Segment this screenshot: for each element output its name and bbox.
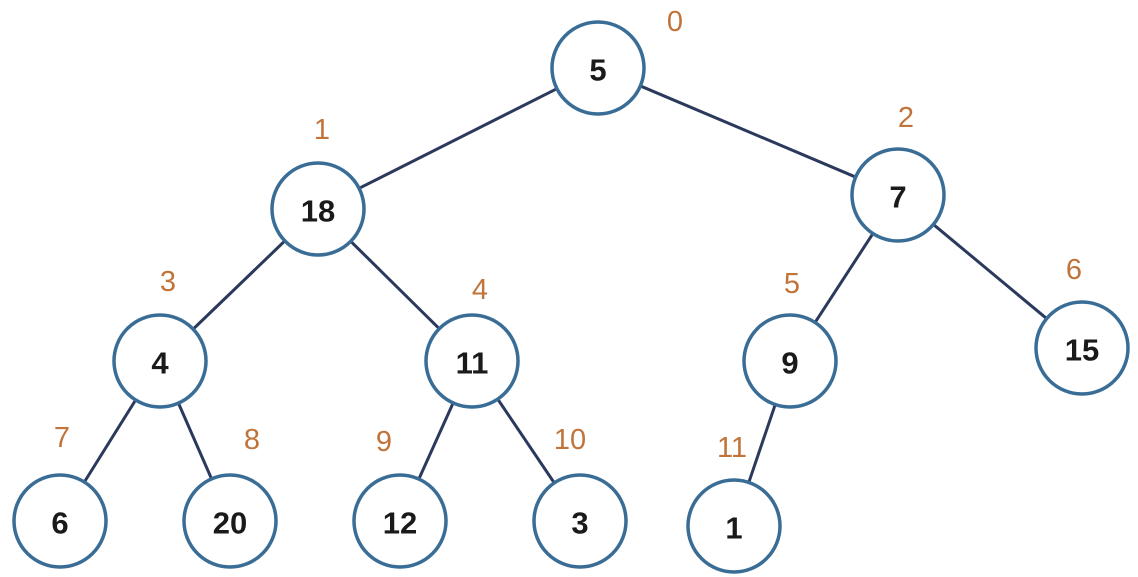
edge-3-7	[82, 398, 138, 484]
node-index-label: 0	[667, 6, 683, 38]
tree-node-1: 18 1	[270, 114, 366, 257]
node-value: 1	[725, 511, 742, 546]
tree-node-8: 20 8	[182, 424, 278, 569]
node-index-label: 9	[376, 426, 392, 458]
edge-2-6	[931, 222, 1049, 321]
edge-0-1	[357, 87, 559, 190]
edge-1-4	[349, 239, 441, 331]
node-index-label: 6	[1066, 254, 1082, 286]
node-circle	[850, 147, 946, 243]
edge-5-11	[747, 403, 777, 484]
node-value: 11	[456, 346, 489, 381]
tree-node-7: 67	[12, 422, 108, 569]
node-circle	[12, 473, 108, 569]
node-circle	[1034, 300, 1130, 396]
node-index-label: 5	[784, 268, 800, 300]
tree-node-6: 15 6	[1034, 254, 1130, 396]
node-index-label: 1	[314, 114, 330, 146]
node-value: 9	[781, 346, 798, 381]
node-value: 6	[51, 506, 68, 541]
node-value: 12	[383, 506, 417, 541]
edge-4-9	[417, 401, 455, 481]
node-value: 4	[151, 346, 169, 381]
node-index-label: 8	[244, 424, 260, 456]
node-circle	[352, 473, 448, 569]
node-circle	[112, 313, 208, 409]
edge-1-3	[191, 239, 287, 331]
tree-node-3: 43	[112, 266, 208, 409]
node-index-label: 2	[898, 102, 914, 134]
node-circle	[532, 473, 628, 569]
tree-node-10: 3 10	[532, 424, 628, 569]
node-value: 15	[1065, 333, 1099, 368]
node-value: 18	[301, 194, 335, 229]
node-circle	[742, 313, 838, 409]
node-index-label: 4	[472, 274, 488, 306]
edge-3-8	[176, 401, 214, 481]
edge-4-10	[496, 397, 556, 485]
node-value: 20	[213, 506, 247, 541]
tree-node-9: 12 9	[352, 426, 448, 569]
node-circle	[270, 161, 366, 257]
node-index-label: 11	[717, 432, 747, 464]
node-value: 7	[889, 180, 906, 215]
node-circle	[686, 478, 782, 574]
node-index-label: 7	[54, 422, 70, 454]
node-value: 5	[589, 53, 606, 88]
node-circle	[182, 473, 278, 569]
tree-node-2: 72	[850, 102, 946, 243]
node-circle	[424, 313, 520, 409]
tree-node-5: 95	[742, 268, 838, 409]
edges-layer	[82, 84, 1049, 485]
node-index-label: 3	[160, 266, 176, 298]
tree-node-4: 11 4	[424, 274, 520, 409]
node-value: 3	[571, 506, 588, 541]
edge-0-2	[638, 84, 858, 179]
tree-node-0: 50	[550, 6, 683, 116]
edge-2-5	[813, 232, 875, 324]
node-circle	[550, 20, 646, 116]
tree-node-11: 111	[686, 432, 782, 574]
node-index-label: 10	[554, 424, 586, 456]
